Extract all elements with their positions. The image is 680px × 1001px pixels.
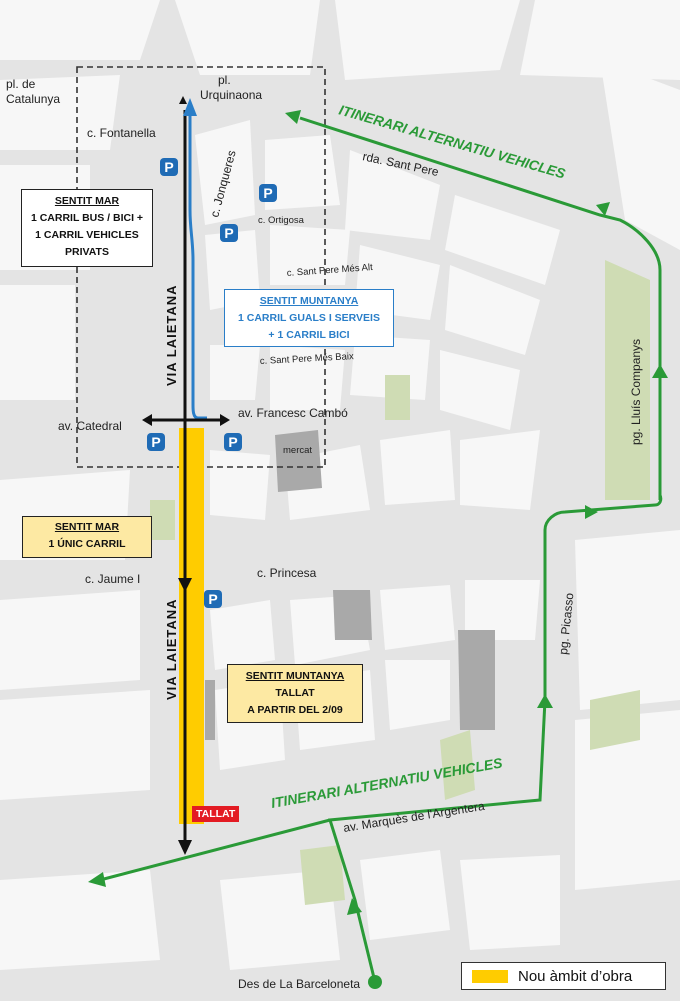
north-lane-line	[188, 112, 207, 420]
label-pl-catalunya-2: Catalunya	[6, 92, 60, 106]
label-pl-urquinaona-1: pl.	[218, 73, 231, 87]
label-via-laietana-top: VIA LAIETANA	[164, 284, 179, 386]
svg-text:P: P	[224, 225, 233, 241]
label-av-marques: av. Marquès de l'Argentera	[342, 799, 486, 835]
box-sentit-muntanya-bottom: SENTIT MUNTANYA TALLAT A PARTIR DEL 2/09	[227, 664, 363, 723]
buildings	[205, 430, 495, 740]
svg-text:P: P	[164, 159, 173, 175]
label-c-jaume-i: c. Jaume I	[85, 572, 140, 586]
box-line: A PARTIR DEL 2/09	[247, 704, 343, 716]
alt-route-arrow-up-picasso	[537, 694, 553, 708]
label-pg-picasso: pg. Picasso	[556, 592, 576, 655]
alt-route-bottom	[328, 494, 663, 983]
svg-text:P: P	[208, 591, 217, 607]
legend: Nou àmbit d’obra	[461, 962, 666, 990]
cambo-arrow-right	[220, 414, 230, 426]
alt-route-to-west	[99, 818, 331, 882]
label-pl-catalunya-1: pl. de	[6, 77, 36, 91]
label-des-barceloneta: Des de La Barceloneta	[238, 977, 360, 991]
label-av-catedral: av. Catedral	[58, 419, 122, 433]
work-zone	[179, 428, 204, 824]
north-lane-top-arrow	[179, 96, 187, 104]
box-title: SENTIT MUNTANYA	[259, 295, 359, 307]
alt-route-arrow-diag	[596, 202, 610, 216]
south-arrow-end	[178, 840, 192, 855]
alt-route-top	[299, 116, 662, 500]
box-title: SENTIT MAR	[54, 195, 120, 207]
alt-route-arrow-west	[88, 872, 106, 887]
label-av-francesc-cambo: av. Francesc Cambó	[238, 406, 348, 420]
parks	[150, 260, 650, 905]
box-line: 1 CARRIL BUS / BICI +	[30, 212, 144, 224]
box-line: 1 CARRIL VEHICLES	[35, 229, 139, 241]
north-arrow	[183, 98, 197, 116]
label-c-sant-pere-mes-baix: c. Sant Pere Més Baix	[260, 351, 355, 367]
label-c-fontanella: c. Fontanella	[87, 126, 156, 140]
legend-label: Nou àmbit d’obra	[518, 967, 633, 985]
svg-text:P: P	[263, 185, 272, 201]
label-pg-lluis-companys: pg. Lluís Companys	[629, 339, 643, 445]
label-pl-urquinaona-2: Urquinaona	[200, 88, 262, 102]
route-start-point	[368, 975, 382, 989]
box-sentit-mar-bottom: SENTIT MAR 1 ÚNIC CARRIL	[22, 516, 152, 558]
catedral-arrow-left	[142, 414, 152, 426]
label-c-ortigosa: c. Ortigosa	[258, 215, 305, 226]
tallat-badge: TALLAT	[192, 806, 240, 822]
label-via-laietana-bottom: VIA LAIETANA	[164, 598, 179, 700]
box-line: PRIVATS	[65, 246, 109, 258]
south-arrow-mid	[178, 578, 192, 592]
box-line: 1 CARRIL GUALS I SERVEIS	[238, 312, 380, 324]
alt-route-arrow-up-companys	[652, 364, 668, 378]
box-line: 1 ÚNIC CARRIL	[48, 538, 126, 550]
alt-route-top-arrow	[285, 110, 301, 124]
alt-route-arrow-right-top	[585, 505, 598, 519]
label-c-princesa: c. Princesa	[257, 566, 317, 580]
label-mercat: mercat	[283, 445, 312, 456]
box-title: SENTIT MUNTANYA	[245, 670, 345, 682]
box-sentit-muntanya-top: SENTIT MUNTANYA 1 CARRIL GUALS I SERVEIS…	[224, 289, 394, 347]
legend-swatch	[472, 969, 508, 983]
city-blocks	[0, 0, 680, 970]
svg-text:P: P	[228, 434, 237, 450]
parking-icons: P P P P P P	[147, 158, 277, 608]
box-line: + 1 CARRIL BICI	[268, 329, 350, 341]
box-title: SENTIT MAR	[54, 521, 120, 533]
alt-route-arrow-up-barceloneta	[347, 898, 362, 915]
box-sentit-mar-top: SENTIT MAR 1 CARRIL BUS / BICI + 1 CARRI…	[21, 189, 153, 267]
svg-text:P: P	[151, 434, 160, 450]
box-line: TALLAT	[275, 687, 315, 699]
